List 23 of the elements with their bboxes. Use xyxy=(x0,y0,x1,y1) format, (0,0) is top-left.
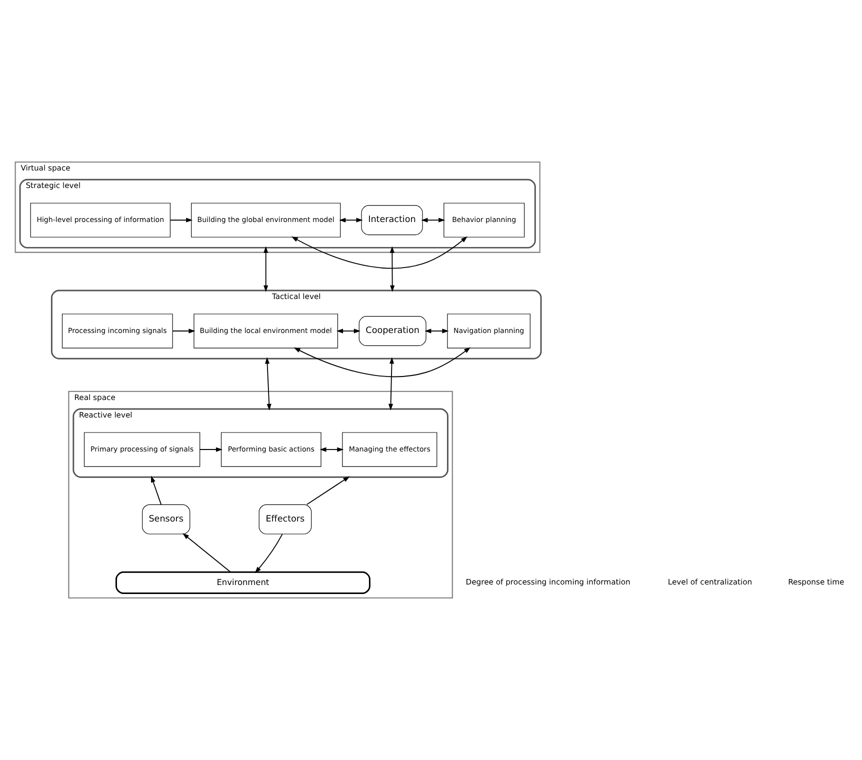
node-box: Sensors xyxy=(142,504,190,534)
arrow xyxy=(291,236,468,269)
arrow xyxy=(336,328,360,334)
arrow xyxy=(170,218,193,222)
arrow xyxy=(264,357,272,410)
arrow xyxy=(182,533,232,573)
arrow xyxy=(264,246,268,292)
node-box: Cooperation xyxy=(358,316,426,346)
node-box: Effectors xyxy=(258,504,312,534)
arrow xyxy=(339,218,363,222)
arrow xyxy=(388,357,394,410)
arrow xyxy=(172,328,196,334)
arrow xyxy=(254,534,283,574)
node-box: Interaction xyxy=(361,205,423,236)
arrow xyxy=(320,447,344,452)
arrow xyxy=(200,447,223,452)
arrow xyxy=(151,476,162,505)
arrow xyxy=(294,347,471,378)
arrow xyxy=(424,328,449,334)
node-box: Environment xyxy=(116,571,370,594)
arrow xyxy=(390,246,395,292)
arrow xyxy=(306,476,350,505)
arrow xyxy=(421,218,446,222)
